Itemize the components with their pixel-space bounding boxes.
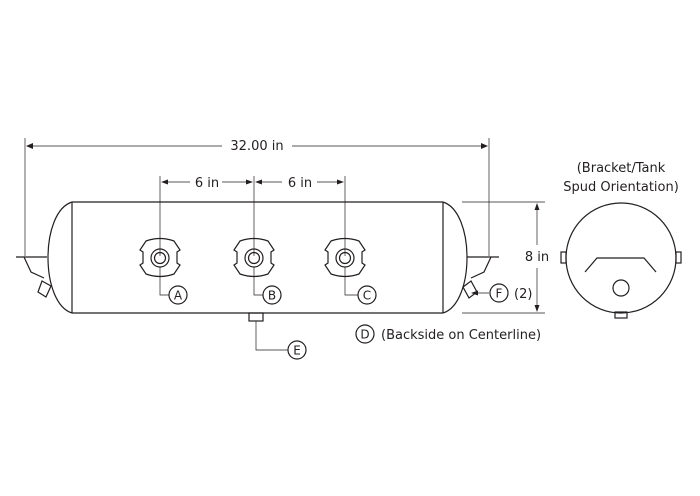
callout-f: F (2) (489, 283, 532, 303)
callout-d-circle (355, 324, 375, 344)
callout-e-leader (255, 321, 288, 351)
spud-b-boss (233, 237, 275, 278)
left-bracket (16, 256, 47, 279)
callout-d-note: (Backside on Centerline) (381, 328, 541, 343)
diameter-dimension: 8 in (462, 201, 549, 314)
spacing-ab-label: 6 in (195, 176, 219, 191)
spacing-dimensions: 6 in 6 in (159, 176, 346, 256)
callout-c-circle (357, 285, 377, 305)
overall-arrow-right (481, 143, 488, 149)
diameter-arrow-bottom (534, 305, 540, 312)
callout-a-circle (168, 285, 188, 305)
end-view-title-line1: (Bracket/Tank (577, 161, 666, 176)
end-view-right-bracket (675, 251, 682, 264)
tank-right-head (442, 201, 468, 314)
end-view-bottom-spud (614, 311, 628, 319)
left-bracket-foot (37, 280, 52, 298)
callout-d: D (Backside on Centerline) (355, 324, 541, 344)
diameter-label: 8 in (525, 250, 549, 265)
spud-c-boss (324, 237, 366, 278)
callout-e-circle (287, 340, 307, 360)
end-view-left-bracket (560, 251, 567, 264)
callout-c-leader (344, 267, 358, 296)
callout-leaders (159, 267, 489, 351)
tank-left-head (47, 201, 73, 314)
callout-a-letter: A (174, 289, 183, 303)
end-view-title-line2: Spud Orientation) (563, 180, 679, 195)
spacing-bc-arrow-left (255, 179, 262, 185)
tank-side-view (16, 201, 499, 322)
spud-c-inner-ring (338, 251, 352, 265)
callout-e-letter: E (293, 344, 301, 358)
callout-b-leader (253, 267, 263, 296)
diameter-arrow-top (534, 203, 540, 210)
callout-b-circle (262, 285, 282, 305)
overall-length-dimension: 32.00 in (24, 138, 490, 256)
spud-a-boss (139, 237, 181, 278)
callout-e: E (287, 340, 307, 360)
overall-length-label: 32.00 in (230, 139, 283, 154)
spud-b (233, 237, 275, 278)
spacing-ab-arrow-right (246, 179, 253, 185)
callout-c: C (357, 285, 377, 305)
callout-f-letter: F (496, 287, 503, 301)
callout-b-letter: B (268, 289, 276, 303)
callout-f-qty: (2) (514, 287, 532, 302)
callout-c-letter: C (363, 289, 371, 303)
spud-b-inner-ring (247, 251, 261, 265)
callout-d-letter: D (360, 328, 369, 342)
callout-a: A (168, 285, 188, 305)
callout-f-arrow (471, 290, 478, 296)
callout-a-leader (159, 267, 169, 296)
spacing-ab-arrow-left (161, 179, 168, 185)
overall-arrow-left (26, 143, 33, 149)
callout-b: B (262, 285, 282, 305)
spacing-bc-arrow-right (337, 179, 344, 185)
spud-a-inner-ring (153, 251, 167, 265)
spud-e-fitting (248, 312, 264, 322)
callout-f-circle (489, 283, 509, 303)
right-bracket-foot (462, 280, 478, 299)
spacing-bc-label: 6 in (288, 176, 312, 191)
end-view-spud-profile (584, 257, 657, 273)
tank-end-view: (Bracket/Tank Spud Orientation) (560, 161, 682, 319)
right-bracket (467, 256, 499, 279)
end-view-bottom-port (612, 279, 630, 297)
